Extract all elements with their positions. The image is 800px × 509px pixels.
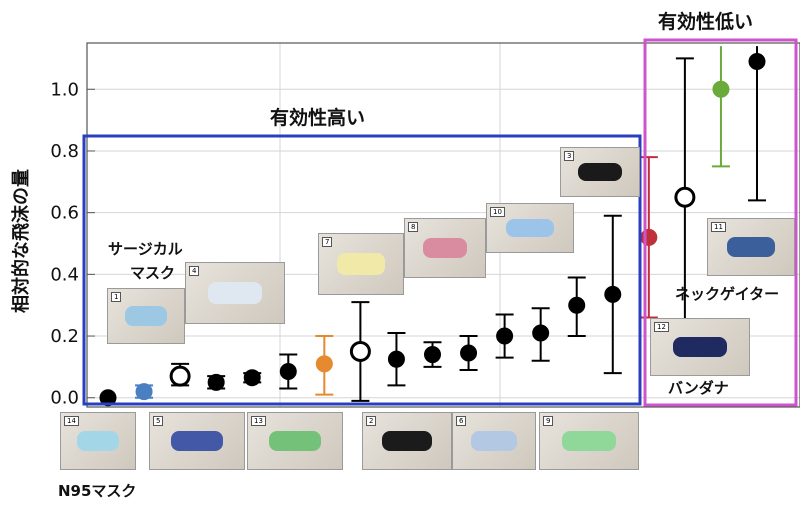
data-point-10 [423,341,442,368]
data-point-4 [207,373,226,391]
y-tick-label: 1.0 [50,79,79,100]
data-point-5 [243,369,262,387]
mask-photo-1: 1 [107,288,185,344]
mask-photo-2: 2 [362,412,452,470]
mask-photo-12: 12 [650,318,750,376]
y-axis-label: 相対的な飛沫の量 [11,169,32,313]
mask-photo-6: 6 [452,412,536,470]
n95-label: N95マスク [58,482,137,500]
y-tick-label: 0.0 [50,388,79,409]
high-effect-box [82,134,642,406]
mask-photo-7: 7 [318,233,404,295]
data-point-19 [748,46,766,202]
data-point-18 [711,46,730,168]
data-point-1 [99,389,117,407]
marker [674,186,696,208]
surgical-label-line2: マスク [130,264,176,282]
marker [748,53,766,71]
low-effect-box [643,38,798,407]
data-point-7 [315,335,334,396]
marker [169,365,191,387]
data-point-13 [531,307,550,362]
marker [532,324,550,342]
data-point-9 [387,331,406,387]
data-point-11 [459,335,478,371]
data-point-2 [135,383,154,401]
surgical-label-line1: サージカル [108,240,183,258]
data-point-15 [603,214,622,375]
data-point-3 [169,362,191,387]
marker [424,346,441,364]
mask-photo-11: 11 [707,218,795,276]
y-tick-labels: 0.0 0.2 0.4 0.6 0.8 1.0 [50,79,79,408]
data-point-14 [567,276,586,338]
mask-photo-8: 8 [404,218,486,278]
marker [243,369,261,387]
mask-photo-13: 13 [247,412,343,470]
mask-photo-14: 14 [60,412,136,470]
marker [349,340,371,362]
y-tick-label: 0.6 [50,203,79,224]
y-tick-label: 0.2 [50,326,79,347]
marker [568,296,586,314]
marker [712,80,730,98]
marker [496,327,514,345]
y-tick-label: 0.8 [50,141,79,162]
bandana-label: バンダナ [668,379,729,397]
data-point-16 [639,156,658,319]
mask-photo-9: 9 [539,412,639,470]
data-point-12 [495,313,514,359]
marker [135,383,153,401]
data-point-8 [349,301,371,402]
mask-photo-3: 3 [560,147,640,197]
marker [460,344,478,362]
mask-photo-4: 4 [185,262,285,324]
y-tick-label: 0.4 [50,264,79,285]
data-points [99,46,766,407]
plot-frame [86,42,800,408]
data-point-17 [674,57,696,325]
high-effect-label: 有効性高い [270,107,366,129]
marker [207,373,225,391]
marker [640,228,658,246]
mask-photo-5: 5 [149,412,245,470]
low-effect-label: 有効性低い [658,11,754,33]
data-point-6 [279,353,298,390]
marker [279,363,297,381]
mask-photo-10: 10 [486,203,574,253]
marker [604,285,622,303]
neck-gaiter-label: ネックゲイター [675,285,780,303]
marker [387,350,405,368]
marker [99,389,117,407]
marker [315,355,333,373]
